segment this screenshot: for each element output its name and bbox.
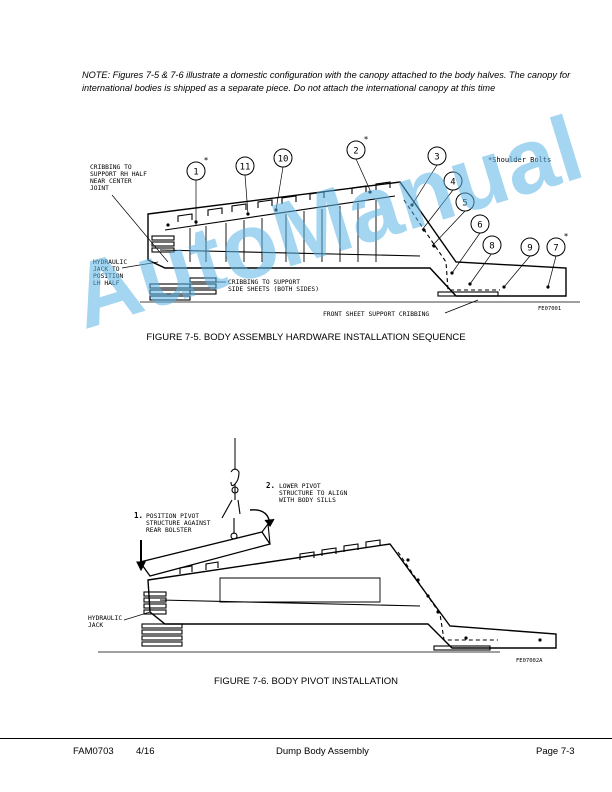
asterisk-7: * <box>564 232 569 241</box>
label-jack-1: HYDRAULIC <box>93 259 127 266</box>
label-cribbing-side-2: SIDE SHEETS (BOTH SIDES) <box>228 286 319 293</box>
label-cribbing-rh-3: NEAR CENTER <box>90 178 132 185</box>
step2-line-2: STRUCTURE TO ALIGN <box>279 490 347 497</box>
label-cribbing-side-1: CRIBBING TO SUPPORT <box>228 279 300 286</box>
callout-7: 7 <box>553 244 558 254</box>
footer-date: 4/16 <box>136 746 155 757</box>
figure-7-6-caption: FIGURE 7-6. BODY PIVOT INSTALLATION <box>213 676 399 687</box>
label-cribbing-rh-4: JOINT <box>90 185 109 192</box>
label-jack-2: JACK TO <box>93 266 120 273</box>
label-front-sheet: FRONT SHEET SUPPORT CRIBBING <box>323 311 429 318</box>
footer-rule <box>0 738 612 739</box>
label-jack-3: POSITION <box>93 273 124 280</box>
callout-9: 9 <box>527 244 532 254</box>
step2-line-1: LOWER PIVOT <box>279 483 321 490</box>
callout-4: 4 <box>450 178 455 188</box>
callout-8: 8 <box>489 242 494 252</box>
label-cribbing-rh-1: CRIBBING TO <box>90 164 132 171</box>
footer-page: Page 7-3 <box>536 746 575 757</box>
callout-5: 5 <box>462 199 467 209</box>
step1-line-1: POSITION PIVOT <box>146 513 199 520</box>
footer-doc-id: FAM0703 <box>73 746 114 757</box>
callout-3: 3 <box>434 153 439 163</box>
label-hydraulic-jack-1: HYDRAULIC <box>88 615 122 622</box>
step1-line-3: REAR BOLSTER <box>146 527 192 534</box>
asterisk-1: * <box>204 156 209 165</box>
figure-7-5-caption: FIGURE 7-5. BODY ASSEMBLY HARDWARE INSTA… <box>146 332 466 343</box>
label-hydraulic-jack-2: JACK <box>88 622 103 629</box>
step2-line-3: WITH BODY SILLS <box>279 497 336 504</box>
label-cribbing-rh-2: SUPPORT RH HALF <box>90 171 147 178</box>
step2-number: 2. <box>266 481 275 490</box>
callout-6: 6 <box>477 221 482 231</box>
note-text: NOTE: Figures 7-5 & 7-6 illustrate a dom… <box>82 70 571 93</box>
asterisk-2: * <box>364 135 369 144</box>
callout-10: 10 <box>278 155 289 165</box>
step1-line-2: STRUCTURE AGAINST <box>146 520 211 527</box>
callout-2: 2 <box>353 147 358 157</box>
figure-5-code: FE07001 <box>538 306 561 312</box>
figure-6-code: FE07002A <box>516 658 543 664</box>
label-shoulder-bolts: *Shoulder Bolts <box>488 156 551 164</box>
step1-number: 1. <box>134 511 143 520</box>
callout-1: 1 <box>193 168 198 178</box>
callout-11: 11 <box>240 163 251 173</box>
label-jack-4: LH HALF <box>93 280 120 287</box>
footer-section: Dump Body Assembly <box>276 746 369 757</box>
